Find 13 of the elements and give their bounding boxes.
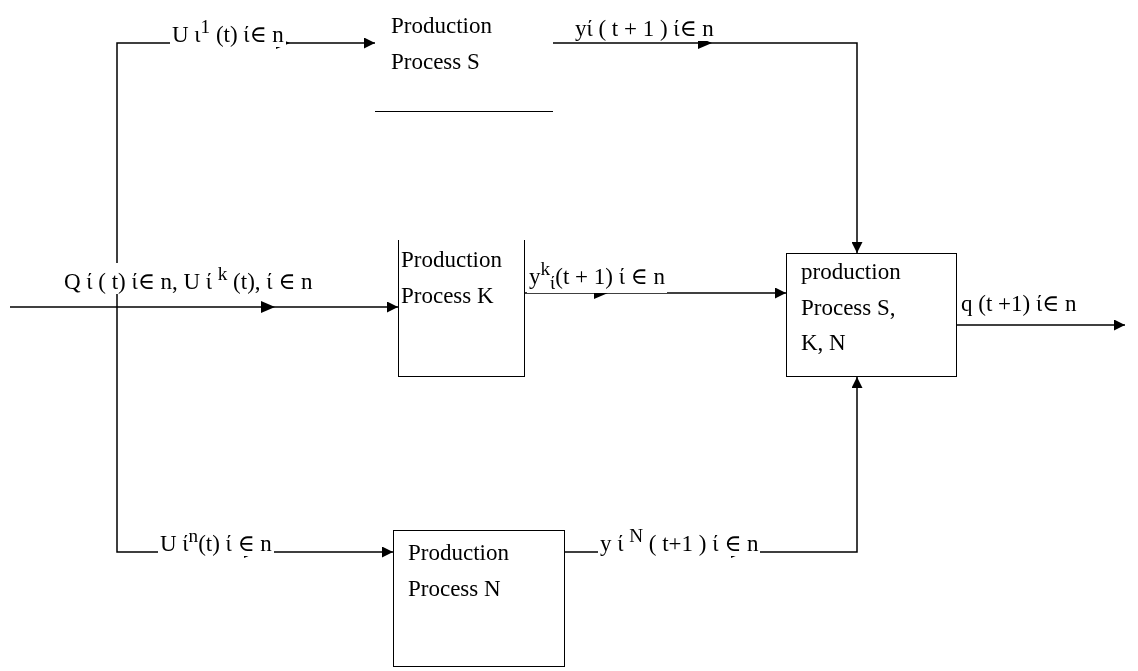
edge-label: yί ( t + 1 ) ί∈ n [573, 16, 716, 42]
process-box [786, 253, 957, 377]
process-label: Production Process K [401, 246, 503, 310]
edge-label: Q ί ( t) ί∈ n, U ί $^{k}$ (t), ί ∈ n [62, 263, 315, 294]
edge-label: q (t +1) ί∈ n [959, 291, 1079, 317]
arrow [524, 287, 787, 299]
process-box [398, 240, 525, 377]
process-label: production Process S, K, N [801, 258, 902, 358]
arrow [956, 319, 1126, 331]
arrow [9, 301, 399, 313]
process-label: Production Process N [408, 539, 510, 603]
process-box [393, 530, 565, 667]
process-label: Production Process S [391, 12, 493, 76]
